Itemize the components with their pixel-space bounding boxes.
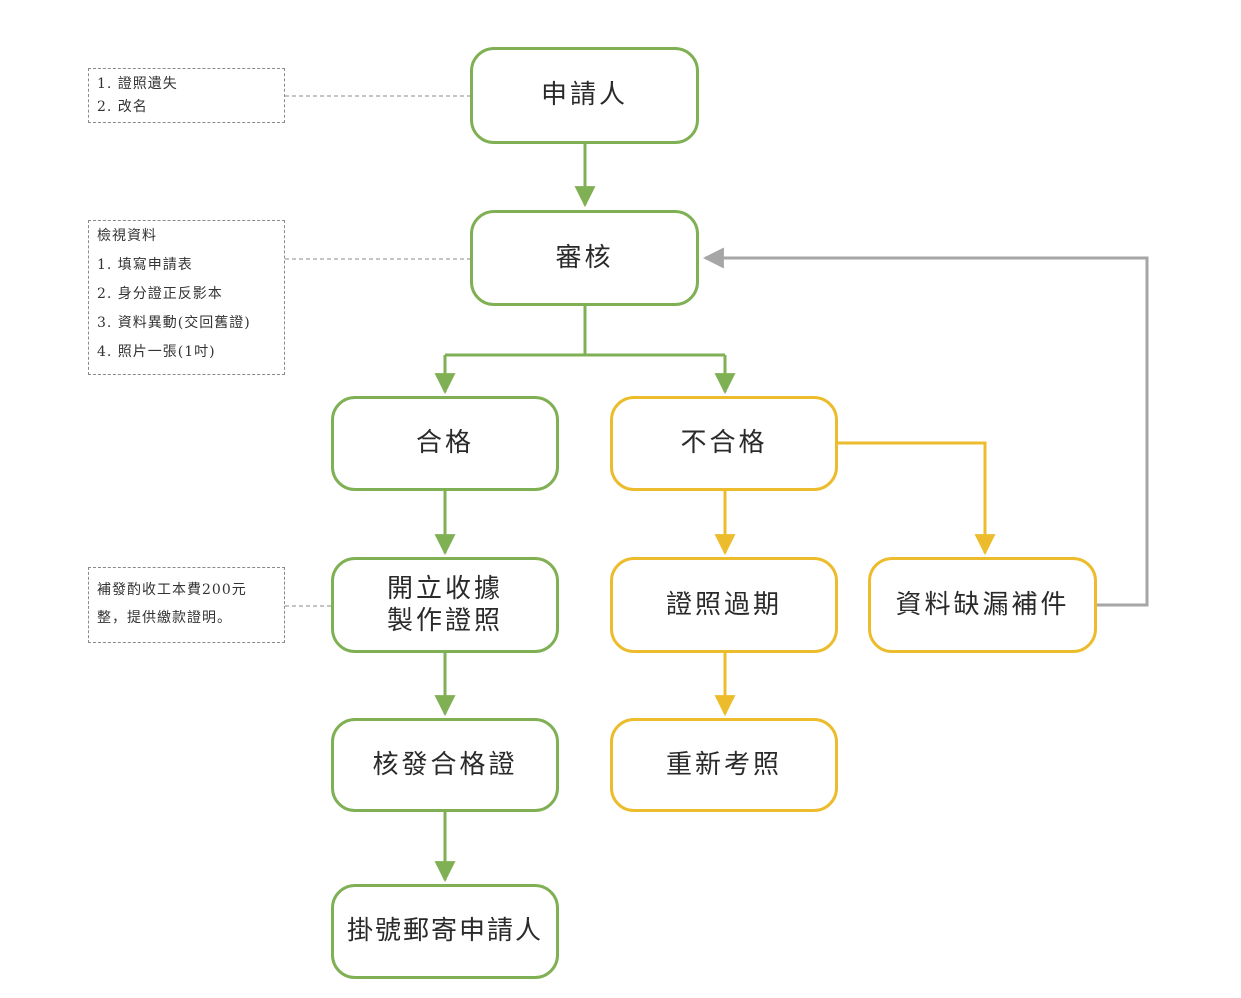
node-mail-applicant: 掛號郵寄申請人 [331, 884, 559, 979]
arrow-fail-to-supplement [838, 441, 996, 556]
note-line: 1. 證照遺失 [97, 76, 178, 92]
node-label: 合格 [415, 428, 474, 459]
note-line: 2. 改名 [97, 99, 148, 115]
node-label: 核發合格證 [372, 749, 518, 780]
node-label-line1: 開立收據 [386, 573, 503, 604]
note-line: 整，提供繳款證明。 [97, 610, 232, 626]
node-supplement-missing: 資料缺漏補件 [868, 557, 1097, 653]
node-label: 申請人 [540, 80, 628, 111]
node-receipt: 開立收據 製作證照 [331, 557, 559, 653]
note-line: 1. 填寫申請表 [97, 257, 193, 273]
node-label: 掛號郵寄申請人 [346, 916, 543, 947]
note-line: 3. 資料異動(交回舊證) [97, 315, 251, 331]
node-pass: 合格 [331, 396, 559, 491]
node-fail: 不合格 [610, 396, 838, 491]
note-fee: 補發酌收工本費200元 整，提供繳款證明。 [88, 567, 285, 643]
node-license-expired: 證照過期 [610, 557, 838, 653]
node-issue-certificate: 核發合格證 [331, 718, 559, 812]
node-label: 不合格 [680, 428, 768, 459]
node-retake-exam: 重新考照 [610, 718, 838, 812]
note-line: 4. 照片一張(1吋) [97, 344, 216, 360]
node-label: 審核 [555, 242, 614, 273]
note-line: 檢視資料 [97, 228, 157, 244]
note-review-checklist: 檢視資料 1. 填寫申請表 2. 身分證正反影本 3. 資料異動(交回舊證) 4… [88, 220, 285, 375]
node-review: 審核 [470, 210, 699, 306]
note-line: 補發酌收工本費200元 [97, 582, 247, 598]
connector-review-branch [445, 306, 725, 357]
node-label: 重新考照 [665, 749, 782, 780]
note-line: 2. 身分證正反影本 [97, 286, 223, 302]
node-label: 資料缺漏補件 [895, 589, 1070, 620]
note-applicant-reasons: 1. 證照遺失 2. 改名 [88, 68, 285, 123]
arrow-supplement-back-to-review [702, 247, 1149, 607]
node-label: 證照過期 [665, 589, 782, 620]
node-label-line2: 製作證照 [386, 606, 503, 636]
node-applicant: 申請人 [470, 47, 699, 144]
